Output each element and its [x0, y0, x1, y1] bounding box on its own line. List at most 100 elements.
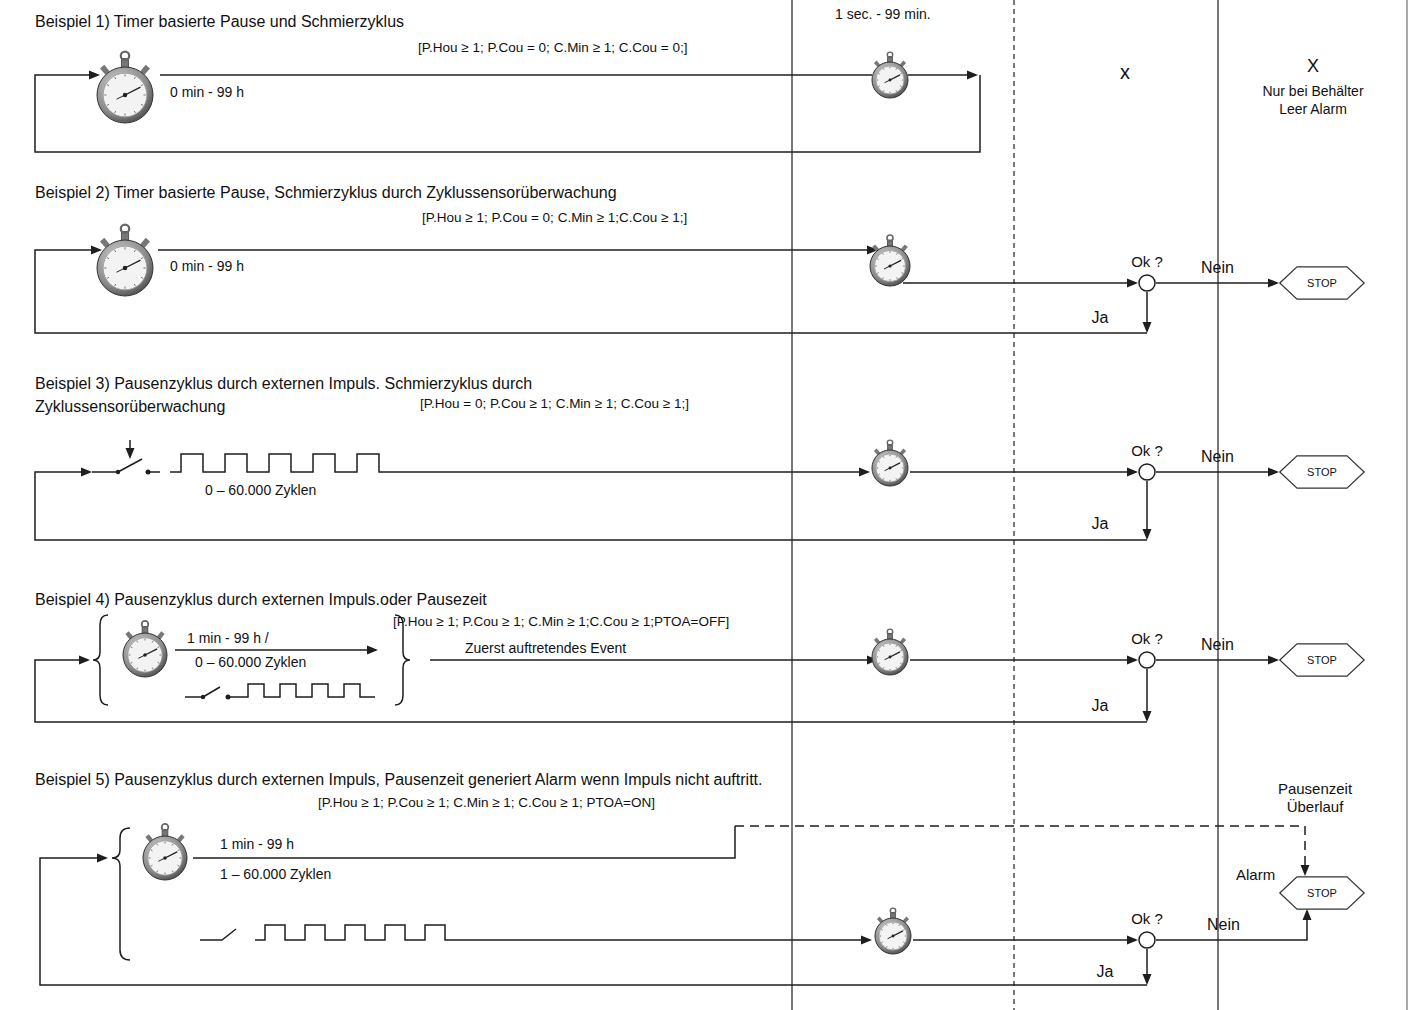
stopwatch-tick [125, 247, 126, 249]
stopwatch-icon [872, 629, 908, 675]
brace [112, 828, 130, 960]
stopwatch-tick [893, 948, 894, 949]
arrow-head [1268, 468, 1279, 477]
stopwatch-hub [889, 656, 892, 659]
stopwatch-tick [882, 277, 884, 278]
arrow-head [1127, 468, 1138, 477]
stopwatch-case [872, 450, 908, 486]
arrow-head [1143, 711, 1152, 722]
branch-label: Nein [1201, 447, 1234, 467]
mark: X [1307, 55, 1319, 78]
pulse-train [170, 454, 868, 472]
decision-label: Ok ? [1125, 252, 1169, 272]
stopwatch-ring [887, 629, 892, 634]
decision-circle-outline [1139, 652, 1155, 668]
mark: x [1120, 60, 1130, 85]
stopwatch-tick [900, 473, 901, 475]
decision-check: Ok ? [1125, 441, 1169, 481]
example-title: Beispiel 4) Pausenzyklus durch externen … [35, 590, 487, 610]
stopwatch-icon [872, 440, 908, 486]
stopwatch-ring [887, 235, 893, 241]
stop-hexagon: STOP [1279, 266, 1365, 300]
stopwatch-hand [165, 852, 177, 858]
parameter-set: [P.Hou ≥ 1; P.Cou ≥ 1; C.Min ≥ 1; C.Cou … [318, 795, 655, 812]
stopwatch-tick [134, 250, 135, 252]
stopwatch-tick [878, 85, 879, 87]
stopwatch-tick [903, 929, 904, 931]
stopwatch-tick [115, 77, 116, 79]
arrow-head [79, 656, 90, 665]
stopwatch-tick [125, 113, 126, 115]
note: Nur bei Behälter Leer Alarm [1253, 82, 1373, 118]
stopwatch-tick [886, 924, 888, 925]
flow-line [158, 249, 876, 251]
stopwatch-tick [165, 873, 166, 875]
stopwatch-icon [875, 908, 911, 954]
stopwatch-icon [97, 225, 153, 296]
stopwatch-face [148, 841, 182, 875]
pulse-train [240, 684, 375, 697]
arrow-head [1268, 279, 1279, 288]
hexagon-shape [1280, 644, 1364, 676]
flow-line [910, 659, 1136, 661]
stopwatch-tick [107, 104, 109, 105]
stopwatch-tick [875, 266, 877, 267]
flow-line [40, 858, 1147, 985]
stopwatch-tick [131, 662, 133, 664]
stopwatch-tick [134, 284, 135, 286]
stopwatch-hand [890, 463, 900, 468]
stopwatch-face [128, 638, 162, 672]
arrow-head [126, 448, 135, 459]
arrow-head [1143, 529, 1152, 540]
stopwatch-tick [895, 478, 897, 479]
stopwatch-tick [898, 946, 900, 947]
stopwatch-tick [136, 668, 138, 670]
stopwatch-tick [143, 95, 145, 96]
arrow-head [1301, 865, 1310, 876]
stopwatch-icon [872, 52, 908, 98]
stopwatch-case [123, 633, 167, 677]
stopwatch-tick [877, 272, 878, 274]
stopwatch-tick [895, 68, 897, 69]
stopwatch-ring [121, 52, 129, 60]
decision-check: Ok ? [1125, 909, 1169, 949]
stopwatch-tick [152, 641, 154, 643]
stopwatch-tick [883, 645, 885, 646]
stopwatch-hub [143, 653, 147, 657]
stopwatch-tick [160, 655, 162, 656]
no-branch-connector [1156, 909, 1312, 940]
stopwatch-tick [141, 85, 143, 86]
stopwatch-tick [895, 456, 897, 457]
stop-label: STOP [1279, 455, 1365, 489]
brace [93, 615, 108, 705]
arrow-head [967, 71, 978, 80]
decision-check: Ok ? [1125, 252, 1169, 292]
parameter-set: [P.Hou = 0; P.Cou ≥ 1; C.Min ≥ 1; C.Cou … [420, 396, 689, 413]
stopwatch-case [872, 62, 908, 98]
stopwatch-tick [178, 849, 180, 851]
hexagon-shape [1280, 267, 1364, 299]
stopwatch-case [870, 246, 910, 286]
stopwatch-tick [165, 842, 166, 844]
column-divider [1013, 0, 1014, 1010]
decision-label: Ok ? [1125, 629, 1169, 649]
decision-label: Ok ? [1125, 909, 1169, 929]
stopwatch-hand [890, 260, 901, 266]
decision-circle [1138, 651, 1156, 669]
stopwatch-tick [896, 277, 898, 278]
stopwatch-tick [877, 468, 878, 469]
stopwatch-case [97, 67, 153, 123]
stopwatch-tick [900, 85, 901, 87]
parameter-set: [P.Hou ≥ 1; P.Cou = 0; C.Min ≥ 1;C.Cou ≥… [422, 210, 687, 227]
stopwatch-tick [134, 77, 135, 79]
stopwatch-tick [881, 941, 882, 943]
stopwatch-case [143, 836, 187, 880]
arrow-head [97, 854, 108, 863]
stopwatch-tick [890, 67, 891, 68]
stopwatch-tick [890, 644, 891, 645]
arrow-head [1127, 656, 1138, 665]
arrow-head [861, 936, 872, 945]
arrow-head [1143, 322, 1152, 333]
